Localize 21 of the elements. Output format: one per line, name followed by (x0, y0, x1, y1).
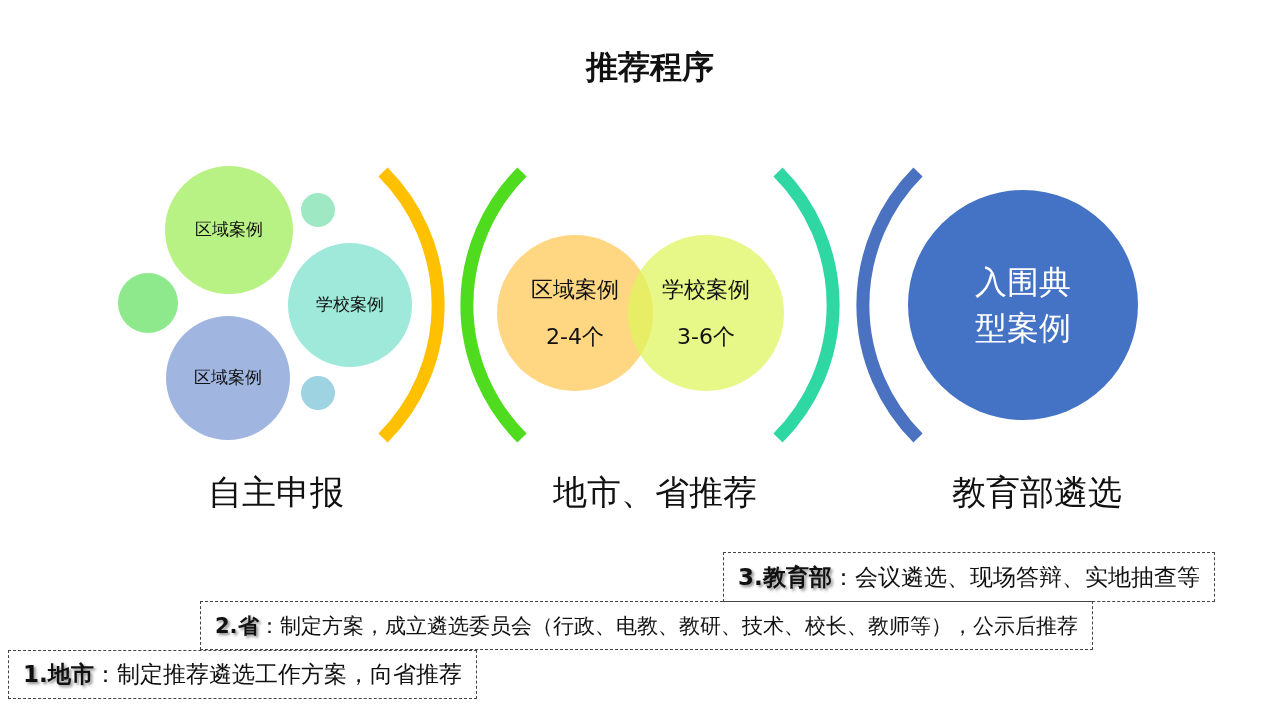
circle-label: 区域案例 (195, 220, 263, 240)
note-text: 2.省：制定方案，成立遴选委员会（行政、电教、教研、技术、校长、教师等），公示后推荐 (215, 612, 1078, 640)
circle-label: 区域案例 (194, 368, 262, 388)
count-label: 2-4个 (546, 324, 604, 350)
note-text: 3.教育部：会议遴选、现场答辩、实地抽查等 (738, 562, 1200, 592)
circle-label: 区域案例 (531, 276, 619, 302)
dashed-note-frame (723, 552, 1215, 602)
circle-label: 学校案例 (316, 295, 384, 315)
stage-label: 自主申报 (208, 471, 344, 514)
circle-label: 入围典型案例 (974, 261, 1072, 349)
stage-label: 地市、省推荐 (553, 471, 757, 514)
small-circle (301, 193, 335, 227)
note-text: 1.地市：制定推荐遴选工作方案，向省推荐 (23, 660, 462, 689)
dashed-note-frame (200, 601, 1093, 650)
stage-label: 教育部遴选 (952, 471, 1122, 514)
small-circle (301, 376, 335, 410)
count-label: 3-6个 (677, 324, 735, 350)
title: 推荐程序 (586, 47, 714, 88)
dashed-note-frame (8, 650, 477, 699)
circle-label: 学校案例 (662, 276, 750, 302)
small-circle (118, 273, 178, 333)
